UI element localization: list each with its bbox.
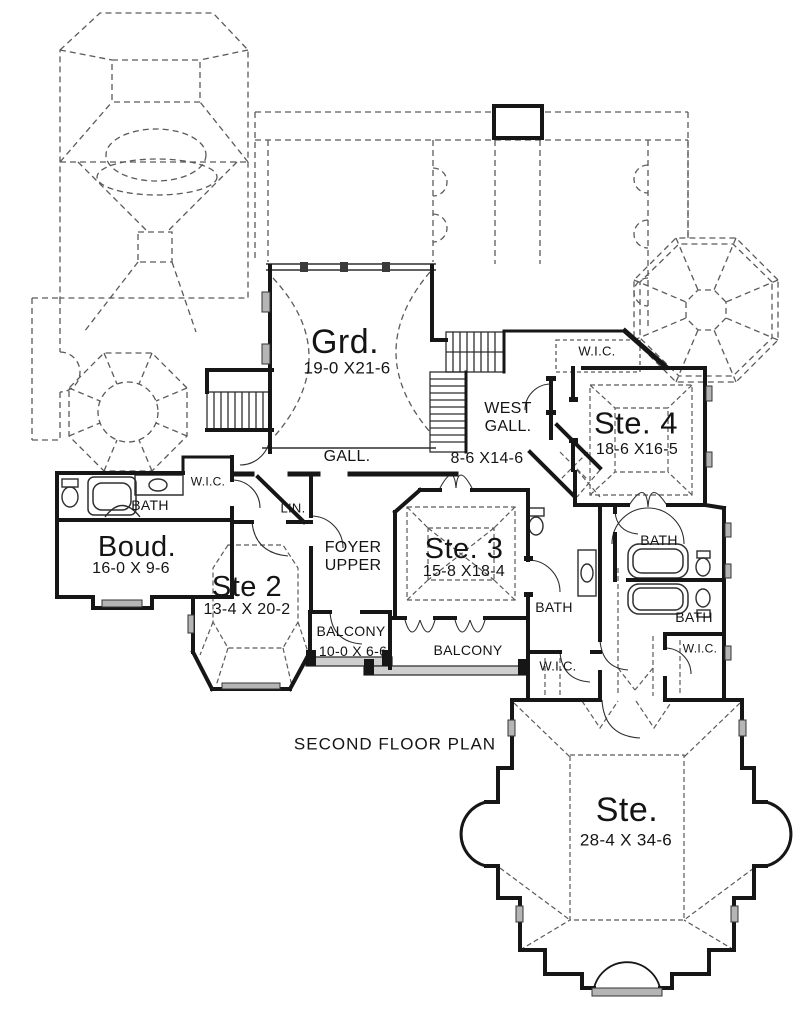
suite2-dims-label: 13-4 X 20-2 (203, 601, 291, 619)
suite4-dims-label: 18-6 X16-5 (595, 441, 679, 459)
grd-dims-label: 19-0 X21-6 (303, 358, 391, 378)
staircase-west (206, 391, 270, 431)
foyer-upper-label: FOYER UPPER (324, 539, 382, 574)
window-ticks (300, 262, 390, 272)
wic-mid-label: W.I.C. (539, 658, 577, 674)
railing-posts (306, 650, 528, 675)
grd-room-label: Grd. (310, 322, 380, 361)
boudoir-room-label: Boud. (97, 530, 177, 563)
west-gallery-label: WEST GALL. (484, 400, 532, 435)
staircase-main (429, 331, 505, 453)
balcony-left-label: BALCONY (316, 623, 386, 640)
wic-top-label: W.I.C. (578, 343, 616, 359)
chimney (492, 104, 544, 140)
west-gallery-dims-label: 8-6 X14-6 (450, 450, 524, 468)
wic-right-label: W.I.C. (682, 641, 718, 656)
bath-mid-label: BATH (535, 599, 573, 616)
gallery-label: GALL. (323, 448, 371, 466)
master-suite-dims-label: 28-4 X 34-6 (579, 830, 673, 850)
linen-closet-label: LIN. (280, 500, 306, 516)
door-arcs (231, 383, 692, 739)
suite2-room-label: Ste 2 (211, 570, 283, 603)
suite3-room-label: Ste. 3 (424, 532, 504, 565)
window-lines (262, 263, 436, 449)
balcony-center-label: BALCONY (433, 642, 503, 659)
wic-left-label: W.I.C. (190, 474, 226, 489)
suite3-dims-label: 15-8 X18-4 (422, 563, 506, 581)
master-suite-room-label: Ste. (595, 790, 659, 829)
door-jambs (524, 376, 578, 597)
floor-plan-title: SECOND FLOOR PLAN (293, 734, 497, 754)
roof-lines (31, 12, 779, 472)
bath-left-label: BATH (131, 497, 169, 514)
tray-ceiling-lines (199, 384, 755, 951)
sink-icon (104, 474, 597, 597)
window-sills (101, 291, 747, 997)
bath-right-upper-label: BATH (640, 532, 678, 549)
bay-window-arcs (459, 800, 793, 989)
bath-right-lower-label: BATH (675, 609, 713, 626)
walls (55, 264, 768, 990)
balcony-left-dims-label: 10-0 X 6-6 (318, 643, 388, 660)
boudoir-dims-label: 16-0 X 9-6 (92, 560, 170, 578)
suite4-room-label: Ste. 4 (594, 405, 678, 441)
